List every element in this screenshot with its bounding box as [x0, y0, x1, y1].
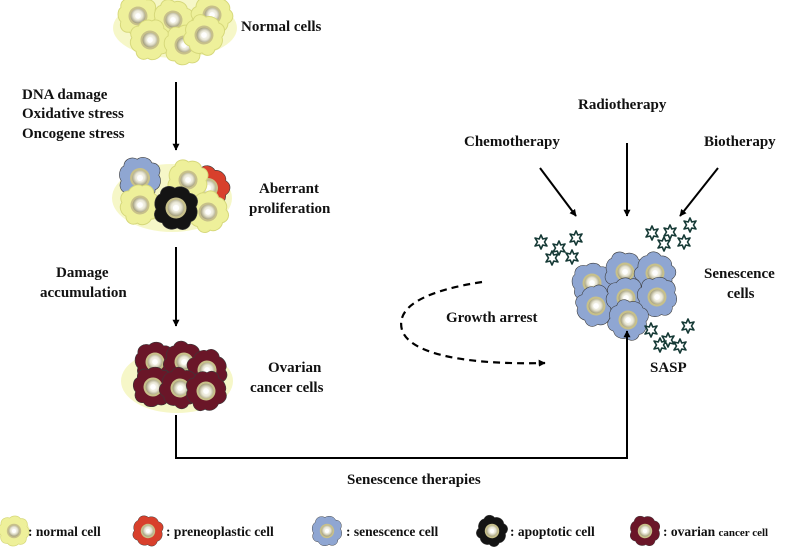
- label-damage: Damage: [56, 265, 109, 281]
- aberrant-proliferation-cluster: [112, 153, 238, 241]
- legend-preneoplastic-cell-icon: [128, 511, 168, 548]
- label-biotherapy: Biotherapy: [704, 134, 776, 150]
- senescence-cells-cluster: [568, 244, 684, 347]
- star-icon: [545, 250, 559, 266]
- arrow-senescence-therapies: [175, 330, 631, 459]
- arrow-biotherapy: [679, 167, 719, 217]
- legend-ovarian-cancer-cell-icon: [626, 512, 664, 548]
- legend-ovarian-suffix: cancer cell: [719, 527, 769, 539]
- legend-apoptotic-label: : apoptotic cell: [510, 524, 595, 539]
- legend-senescence-label: : senescence cell: [346, 524, 438, 539]
- star-icon: [552, 240, 566, 256]
- label-senescence-therapies: Senescence therapies: [347, 472, 481, 488]
- growth-arrest-dashed-arrow: [400, 280, 546, 367]
- label-radiotherapy: Radiotherapy: [578, 97, 667, 113]
- label-proliferation: proliferation: [249, 201, 331, 217]
- star-icon: [681, 318, 695, 334]
- star-icon: [663, 224, 677, 240]
- legend-senescence-cell-icon: [309, 513, 345, 548]
- legend-ovarian-prefix: : ovarian: [663, 524, 719, 539]
- star-icon: [534, 234, 548, 250]
- label-aberrant: Aberrant: [259, 181, 319, 197]
- star-icon: [677, 234, 691, 250]
- legend-normal-cell-icon: [0, 515, 30, 547]
- label-accumulation: accumulation: [40, 285, 127, 301]
- arrow-chemotherapy: [539, 167, 577, 217]
- label-senescence-cells: cells: [727, 286, 755, 302]
- label-dna-damage: DNA damage: [22, 87, 108, 103]
- star-icon: [673, 338, 687, 354]
- label-normal-cells: Normal cells: [241, 19, 322, 35]
- legend-preneoplastic-label: : preneoplastic cell: [166, 524, 274, 539]
- legend-normal-label: : normal cell: [28, 524, 101, 539]
- cell-nucleus: [6, 523, 22, 539]
- label-oxidative-stress: Oxidative stress: [22, 106, 124, 122]
- ovarian-cancer-cells-cluster: [121, 334, 235, 418]
- star-icon: [569, 230, 583, 246]
- legend: : normal cell : preneoplastic cell : sen…: [0, 510, 768, 548]
- label-ovarian: Ovarian: [268, 360, 322, 376]
- legend-apoptotic-cell-icon: [471, 510, 513, 548]
- label-senescence: Senescence: [704, 266, 775, 282]
- normal-cells-cluster: [113, 0, 241, 67]
- star-icon: [645, 225, 659, 241]
- star-icon: [565, 249, 579, 265]
- label-growth-arrest: Growth arrest: [446, 310, 538, 326]
- label-cancer-cells: cancer cells: [250, 380, 324, 396]
- star-icon: [657, 236, 671, 252]
- star-icon: [683, 217, 697, 233]
- label-sasp: SASP: [650, 360, 687, 376]
- label-oncogene-stress: Oncogene stress: [22, 126, 125, 142]
- legend-ovarian-label: : ovarian cancer cell: [663, 524, 768, 539]
- label-chemotherapy: Chemotherapy: [464, 134, 560, 150]
